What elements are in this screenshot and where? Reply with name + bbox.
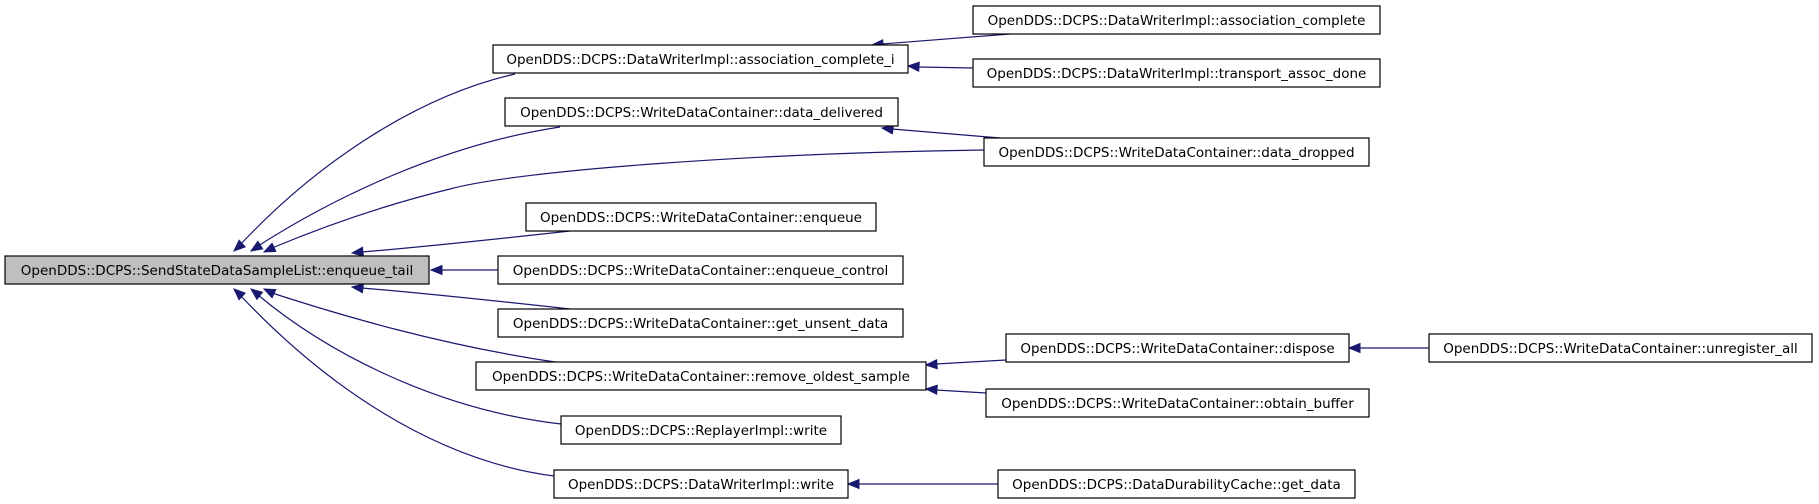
edge-line [361,287,571,310]
edges-layer [233,33,1429,490]
node-label[interactable]: OpenDDS::DCPS::DataDurabilityCache::get_… [1012,477,1341,493]
edge-n13-to-n0 [249,288,562,425]
edge-line [935,389,987,394]
node-box[interactable] [983,137,1370,167]
node-box[interactable] [497,308,904,338]
node-n9[interactable]: OpenDDS::DCPS::WriteDataContainer::remov… [475,361,927,391]
node-label[interactable]: OpenDDS::DCPS::WriteDataContainer::enque… [513,263,889,279]
arrowhead-icon [262,288,277,299]
node-n10[interactable]: OpenDDS::DCPS::WriteDataContainer::dispo… [1005,333,1350,363]
node-n4[interactable]: OpenDDS::DCPS::WriteDataContainer::data_… [504,97,899,127]
node-box[interactable] [4,255,430,285]
node-label[interactable]: OpenDDS::DCPS::WriteDataContainer::obtai… [1001,396,1354,412]
arrowhead-icon [1347,342,1361,354]
node-n0[interactable]: OpenDDS::DCPS::SendStateDataSampleList::… [4,255,430,285]
edge-line [891,128,1001,139]
node-box[interactable] [985,388,1370,418]
node-box[interactable] [553,469,849,499]
arrowhead-icon [846,478,860,490]
node-label[interactable]: OpenDDS::DCPS::DataWriterImpl::associati… [506,52,894,68]
node-n6[interactable]: OpenDDS::DCPS::WriteDataContainer::enque… [525,202,877,232]
node-label[interactable]: OpenDDS::DCPS::WriteDataContainer::dispo… [1020,341,1334,357]
node-label[interactable]: OpenDDS::DCPS::WriteDataContainer::data_… [998,145,1354,161]
edge-n7-to-n0 [429,264,498,276]
edge-line [257,294,562,425]
edge-n14-to-n0 [233,288,555,477]
node-box[interactable] [972,58,1381,88]
node-n1[interactable]: OpenDDS::DCPS::DataWriterImpl::associati… [492,44,909,74]
node-label[interactable]: OpenDDS::DCPS::DataWriterImpl::transport… [987,66,1367,82]
edge-n11-to-n10 [1347,342,1429,354]
arrowhead-icon [924,359,938,370]
node-n12[interactable]: OpenDDS::DCPS::WriteDataContainer::obtai… [985,388,1370,418]
node-box[interactable] [525,202,877,232]
arrowhead-icon [906,61,920,72]
arrowhead-icon [350,246,365,257]
node-box[interactable] [492,44,909,74]
edge-n9-to-n0 [262,288,556,363]
node-n14[interactable]: OpenDDS::DCPS::DataWriterImpl::write [553,469,849,499]
edge-line [257,126,561,247]
edge-line [361,230,571,253]
edge-line [239,73,516,246]
node-n7[interactable]: OpenDDS::DCPS::WriteDataContainer::enque… [497,255,904,285]
arrowhead-icon [249,240,264,252]
edge-n5-to-n0 [262,149,985,253]
arrowhead-icon [924,384,938,395]
node-n11[interactable]: OpenDDS::DCPS::WriteDataContainer::unreg… [1428,333,1813,363]
nodes-layer: OpenDDS::DCPS::SendStateDataSampleList::… [4,5,1813,499]
edge-n5-to-n4 [880,124,1001,139]
node-label[interactable]: OpenDDS::DCPS::WriteDataContainer::remov… [492,369,910,385]
node-n3[interactable]: OpenDDS::DCPS::DataWriterImpl::transport… [972,58,1381,88]
edge-line [239,294,555,477]
arrowhead-icon [233,239,247,252]
edge-n8-to-n0 [350,283,571,310]
node-n15[interactable]: OpenDDS::DCPS::DataDurabilityCache::get_… [997,469,1356,499]
edge-line [271,292,556,363]
edge-line [881,33,1011,45]
node-box[interactable] [1005,333,1350,363]
node-label[interactable]: OpenDDS::DCPS::SendStateDataSampleList::… [21,263,413,279]
node-box[interactable] [972,5,1381,35]
node-label[interactable]: OpenDDS::DCPS::WriteDataContainer::unreg… [1443,341,1798,357]
edge-line [271,149,985,249]
arrowhead-icon [233,288,247,301]
edge-n4-to-n0 [249,126,561,252]
node-label[interactable]: OpenDDS::DCPS::ReplayerImpl::write [575,423,827,439]
edge-n6-to-n0 [350,230,571,257]
node-n5[interactable]: OpenDDS::DCPS::WriteDataContainer::data_… [983,137,1370,167]
node-box[interactable] [497,255,904,285]
node-box[interactable] [1428,333,1813,363]
node-label[interactable]: OpenDDS::DCPS::DataWriterImpl::associati… [988,13,1366,29]
arrowhead-icon [350,283,365,294]
edge-n3-to-n1 [906,61,974,72]
node-box[interactable] [997,469,1356,499]
node-label[interactable]: OpenDDS::DCPS::WriteDataContainer::enque… [540,210,862,226]
arrowhead-icon [262,242,277,253]
node-n8[interactable]: OpenDDS::DCPS::WriteDataContainer::get_u… [497,308,904,338]
node-n13[interactable]: OpenDDS::DCPS::ReplayerImpl::write [560,415,842,445]
node-label[interactable]: OpenDDS::DCPS::WriteDataContainer::get_u… [513,316,888,332]
edge-line [917,66,974,69]
node-box[interactable] [504,97,899,127]
edge-n15-to-n14 [846,478,998,490]
arrowhead-icon [429,264,443,276]
node-label[interactable]: OpenDDS::DCPS::WriteDataContainer::data_… [520,105,883,121]
edge-line [935,359,1007,365]
node-box[interactable] [560,415,842,445]
node-label[interactable]: OpenDDS::DCPS::DataWriterImpl::write [568,477,834,493]
node-box[interactable] [475,361,927,391]
arrowhead-icon [249,288,264,301]
edge-n12-to-n9 [924,384,987,395]
edge-n1-to-n0 [233,73,516,252]
node-n2[interactable]: OpenDDS::DCPS::DataWriterImpl::associati… [972,5,1381,35]
edge-n10-to-n9 [924,359,1007,370]
